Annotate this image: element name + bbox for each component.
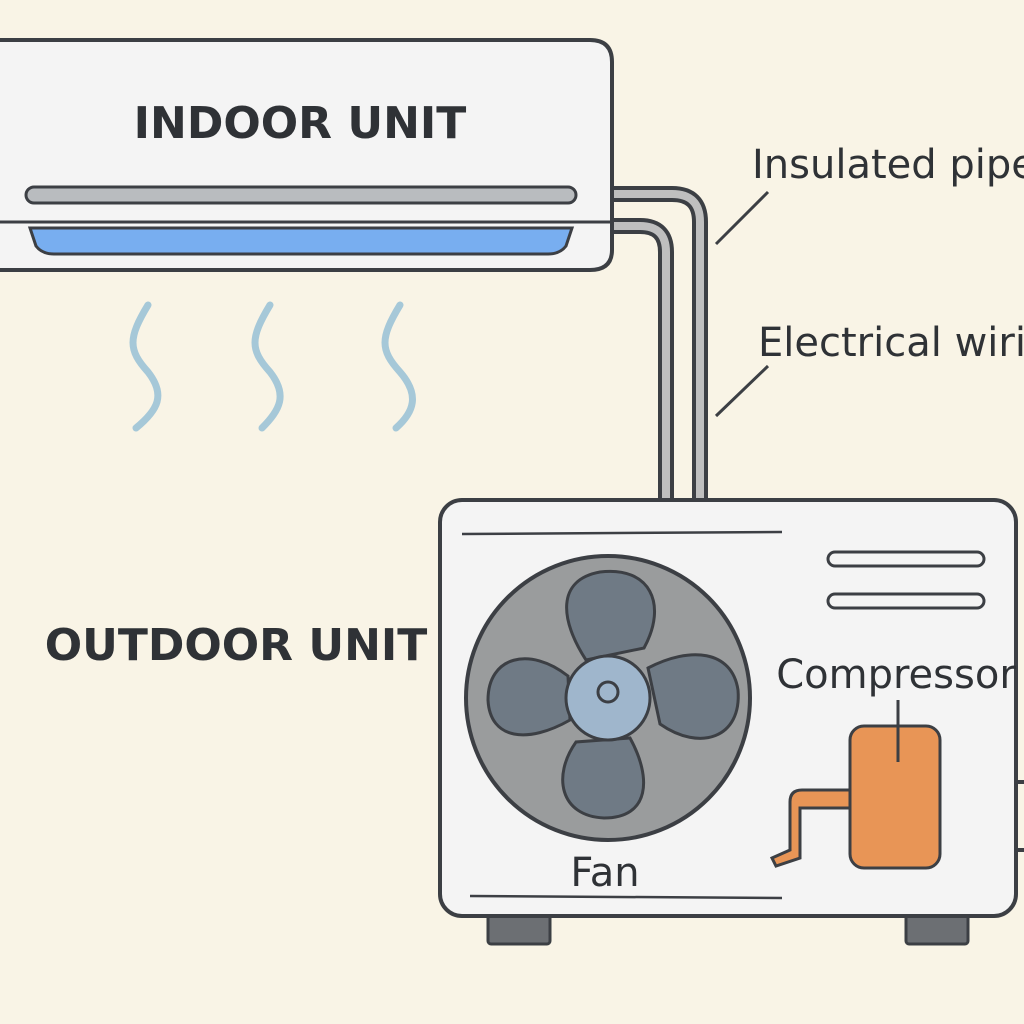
fan-label: Fan <box>570 850 639 896</box>
compressor-label: Compressor <box>776 652 1016 698</box>
pipes <box>604 186 708 508</box>
pointer-lines <box>714 190 770 418</box>
fan-icon <box>464 554 752 842</box>
airflow-wave-icon <box>129 301 416 432</box>
grille-slot <box>826 550 986 568</box>
outdoor-unit-label: OUTDOOR UNIT <box>45 620 428 671</box>
grille-slot <box>826 592 986 610</box>
insulated-pipe-label: Insulated pipe <box>752 142 1024 188</box>
electrical-wiring-label: Electrical wiring <box>758 320 1024 366</box>
indoor-unit: INDOOR UNIT <box>0 38 614 272</box>
indoor-unit-label: INDOOR UNIT <box>134 98 467 149</box>
indoor-louver <box>24 185 578 205</box>
compressor-icon <box>769 700 942 870</box>
indoor-vent-blue <box>27 226 575 256</box>
